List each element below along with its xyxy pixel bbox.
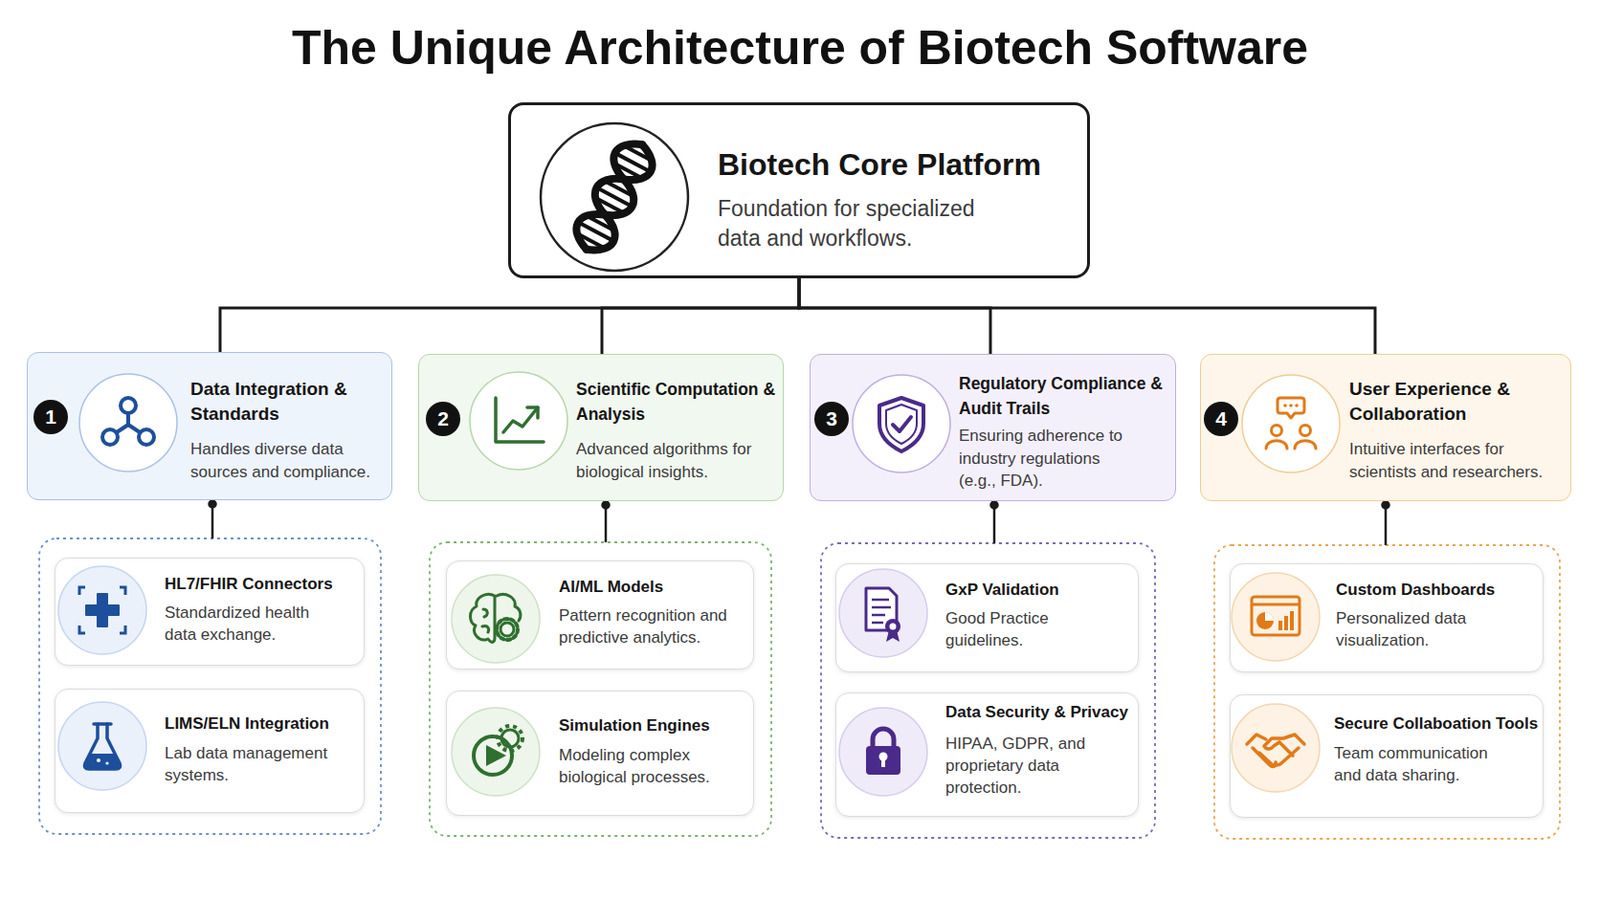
- group-leader: [211, 500, 215, 539]
- leader-dot: [602, 502, 610, 510]
- tree-connector: [601, 278, 800, 355]
- category-box: Data Integration & StandardsHandles dive…: [26, 352, 393, 501]
- group-frame: [429, 542, 772, 837]
- card-description: Good Practice guidelines.: [945, 607, 1123, 652]
- core-platform-box: Biotech Core PlatformFoundation for spec…: [508, 102, 1090, 279]
- card-description: Pattern recognition and predictive analy…: [558, 604, 741, 649]
- group-leader: [1384, 501, 1388, 546]
- card-heading: HL7/FHIR Connectors: [164, 573, 360, 597]
- tree-connector: [220, 278, 800, 353]
- leader-dot: [991, 502, 999, 510]
- category-heading: Regulatory Compliance & Audit Trails: [958, 371, 1172, 422]
- group-leader: [209, 500, 1390, 546]
- category-description: Ensuring adherence to industry regulatio…: [958, 424, 1132, 493]
- platform-heading: Biotech Core Platform: [717, 146, 1084, 183]
- category-description: Handles diverse data sources and complia…: [190, 438, 387, 484]
- feature-card: HL7/FHIR ConnectorsStandardized health d…: [54, 557, 365, 667]
- card-heading: Data Security & Privacy: [945, 701, 1134, 725]
- group-frame: [821, 543, 1156, 839]
- diagram-title: The Unique Architecture of Biotech Softw…: [0, 19, 1600, 77]
- callout-number: 2: [425, 401, 461, 437]
- card-description: Modeling complex biological processes.: [558, 744, 741, 789]
- category-description: Intuitive interfaces for scientists and …: [1349, 438, 1556, 484]
- card-heading: Secure Collaboation Tools: [1333, 712, 1539, 736]
- platform-description: Foundation for specialized data and work…: [717, 194, 1005, 254]
- feature-card: Data Security & PrivacyHIPAA, GDPR, and …: [835, 692, 1139, 818]
- card-heading: Custom Dashboards: [1335, 578, 1539, 602]
- card-description: Team communication and data sharing.: [1333, 742, 1507, 787]
- callout-number: 3: [814, 401, 849, 437]
- category-box: User Experience & CollaborationIntuitive…: [1200, 354, 1572, 502]
- feature-card: Custom DashboardsPersonalized data visua…: [1229, 563, 1544, 673]
- group-leader: [993, 501, 997, 544]
- group-frame: [39, 538, 381, 835]
- card-heading: Simulation Engines: [558, 714, 750, 738]
- leader-dot: [1382, 502, 1390, 510]
- card-heading: GxP Validation: [945, 578, 1134, 602]
- tree-connector: [799, 278, 991, 355]
- feature-card: LIMS/ELN IntegrationLab data management …: [54, 688, 365, 814]
- group-frame: [1214, 545, 1560, 840]
- feature-card: AI/ML ModelsPattern recognition and pred…: [445, 560, 755, 670]
- callout-number: 1: [33, 400, 68, 435]
- feature-card: Secure Collaboation ToolsTeam communicat…: [1229, 694, 1544, 819]
- category-heading: Scientific Computation & Analysis: [576, 377, 779, 427]
- category-description: Advanced algorithms for biological insig…: [576, 438, 773, 484]
- feature-card: GxP ValidationGood Practice guidelines.: [835, 563, 1139, 673]
- card-description: Personalized data visualization.: [1335, 607, 1509, 652]
- group-frame: [39, 538, 1560, 840]
- card-description: Lab data management systems.: [164, 742, 337, 787]
- feature-card: Simulation EnginesModeling complex biolo…: [445, 690, 755, 817]
- leader-dot: [209, 501, 217, 509]
- category-box: Regulatory Compliance & Audit TrailsEnsu…: [809, 354, 1177, 502]
- card-heading: AI/ML Models: [558, 576, 750, 600]
- category-box: Scientific Computation & AnalysisAdvance…: [418, 354, 784, 502]
- card-heading: LIMS/ELN Integration: [164, 712, 360, 736]
- card-description: Standardized health data exchange.: [164, 601, 337, 646]
- category-heading: User Experience & Collaboration: [1349, 377, 1567, 427]
- callout-number: 4: [1203, 401, 1239, 437]
- category-heading: Data Integration & Standards: [190, 377, 388, 427]
- card-description: HIPAA, GDPR, and proprietary data protec…: [945, 733, 1123, 800]
- group-leader: [604, 501, 608, 543]
- tree-connector: [799, 278, 1376, 355]
